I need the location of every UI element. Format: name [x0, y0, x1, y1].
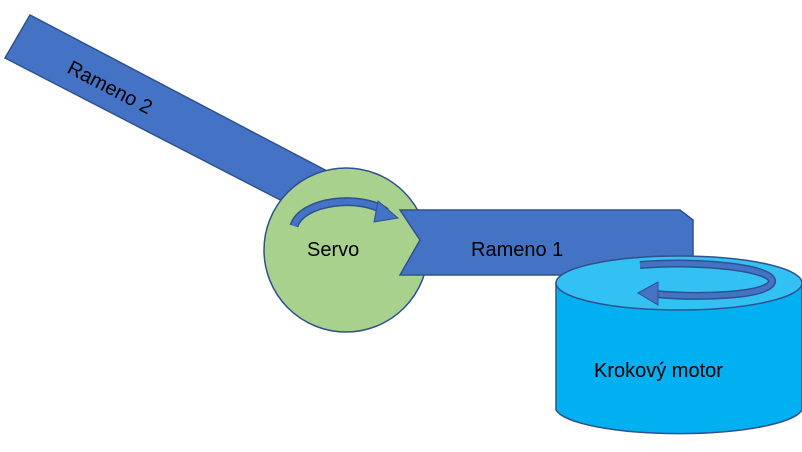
servo-label: Servo	[307, 239, 359, 261]
servo-rotation-arrow-icon	[289, 197, 400, 228]
stepper-rotation-arrow-icon	[636, 259, 776, 306]
arm-2-shape	[3, 14, 327, 206]
arm-1-label: Rameno 1	[471, 239, 563, 261]
stepper-motor-shape	[555, 255, 802, 435]
stepper-motor-label: Krokový motor	[594, 360, 723, 382]
